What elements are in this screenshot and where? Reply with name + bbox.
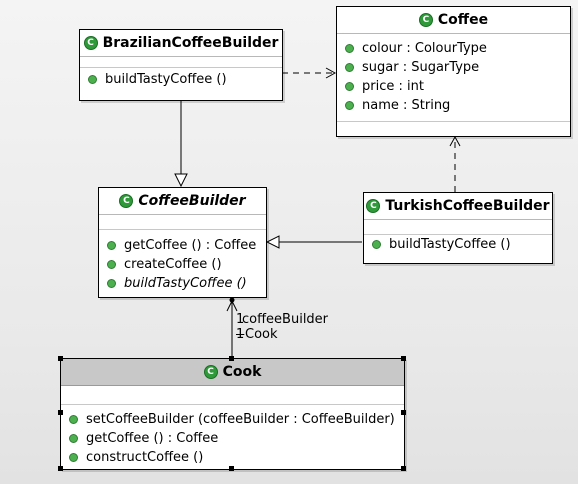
resize-handle-sw[interactable] <box>58 466 63 471</box>
class-icon: C <box>418 13 433 27</box>
public-method-icon <box>69 453 78 462</box>
public-method-icon <box>88 75 97 84</box>
public-method-icon <box>107 260 116 269</box>
class-brazilian-coffee-builder[interactable]: C BrazilianCoffeeBuilder buildTastyCoffe… <box>79 29 283 101</box>
public-method-icon <box>69 415 78 424</box>
attribute-row: sugar : SugarType <box>337 58 570 77</box>
class-icon: C <box>119 194 134 208</box>
public-attribute-icon <box>345 63 354 72</box>
attribute-row: colour : ColourType <box>337 39 570 58</box>
attribute-row: name : String <box>337 96 570 115</box>
resize-handle-w[interactable] <box>58 410 63 415</box>
public-attribute-icon <box>345 82 354 91</box>
attributes-section <box>80 57 282 68</box>
resize-handle-nw[interactable] <box>58 356 63 361</box>
owner-label: Cook <box>245 327 278 342</box>
methods-section: setCoffeeBuilder (coffeeBuilder : Coffee… <box>61 405 404 467</box>
class-icon: C <box>203 365 218 379</box>
resize-handle-n[interactable] <box>229 356 234 361</box>
class-coffee[interactable]: C Coffee colour : ColourType sugar : Sug… <box>336 6 571 137</box>
class-icon: C <box>83 36 98 50</box>
class-name: BrazilianCoffeeBuilder <box>102 35 279 51</box>
public-attribute-icon <box>345 101 354 110</box>
public-method-icon <box>107 241 116 250</box>
role-label: coffeeBuilder <box>242 312 329 327</box>
resize-handle-s[interactable] <box>229 466 234 471</box>
method-row: buildTastyCoffee () <box>364 235 552 254</box>
class-header: C BrazilianCoffeeBuilder <box>80 30 282 57</box>
public-method-icon <box>107 279 116 288</box>
method-row: buildTastyCoffee () <box>99 274 266 293</box>
public-method-icon <box>69 434 78 443</box>
attribute-row: price : int <box>337 77 570 96</box>
attributes-section <box>61 386 404 405</box>
dependency-arrowhead <box>325 67 337 79</box>
class-name: TurkishCoffeeBuilder <box>385 198 550 214</box>
class-name: CoffeeBuilder <box>138 193 246 209</box>
association-end-dot <box>229 297 235 303</box>
class-turkish-coffee-builder[interactable]: C TurkishCoffeeBuilder buildTastyCoffee … <box>363 192 553 264</box>
resize-handle-ne[interactable] <box>401 356 406 361</box>
generalization-arrowhead <box>265 235 280 249</box>
generalization-arrowhead <box>174 173 188 188</box>
class-icon: C <box>366 199 381 213</box>
method-row: constructCoffee () <box>61 448 404 467</box>
method-row: setCoffeeBuilder (coffeeBuilder : Coffee… <box>61 410 404 429</box>
method-row: createCoffee () <box>99 255 266 274</box>
class-name: Cook <box>222 364 262 380</box>
class-cook[interactable]: C Cook setCoffeeBuilder (coffeeBuilder :… <box>60 358 405 470</box>
methods-section: getCoffee () : Coffee createCoffee () bu… <box>99 230 266 293</box>
methods-section: buildTastyCoffee () <box>80 68 282 89</box>
multiplicity-label: 1 <box>236 327 245 342</box>
attributes-section <box>99 215 266 230</box>
dependency-arrowhead <box>449 135 461 147</box>
class-coffee-builder[interactable]: C CoffeeBuilder getCoffee () : Coffee cr… <box>98 187 267 298</box>
resize-handle-e[interactable] <box>401 410 406 415</box>
resize-handle-se[interactable] <box>401 466 406 471</box>
class-header: C Coffee <box>337 7 570 34</box>
class-header: C Cook <box>61 359 404 386</box>
class-header: C CoffeeBuilder <box>99 188 266 215</box>
attributes-section: colour : ColourType sugar : SugarType pr… <box>337 34 570 122</box>
abstract-method-name: buildTastyCoffee () <box>124 276 247 291</box>
methods-section: buildTastyCoffee () <box>364 235 552 254</box>
class-name: Coffee <box>437 12 489 28</box>
attributes-section <box>364 220 552 235</box>
public-method-icon <box>372 240 381 249</box>
method-row: getCoffee () : Coffee <box>61 429 404 448</box>
method-row: buildTastyCoffee () <box>80 70 282 89</box>
multiplicity-label: 1 <box>236 312 245 327</box>
class-header: C TurkishCoffeeBuilder <box>364 193 552 220</box>
method-row: getCoffee () : Coffee <box>99 236 266 255</box>
public-attribute-icon <box>345 44 354 53</box>
